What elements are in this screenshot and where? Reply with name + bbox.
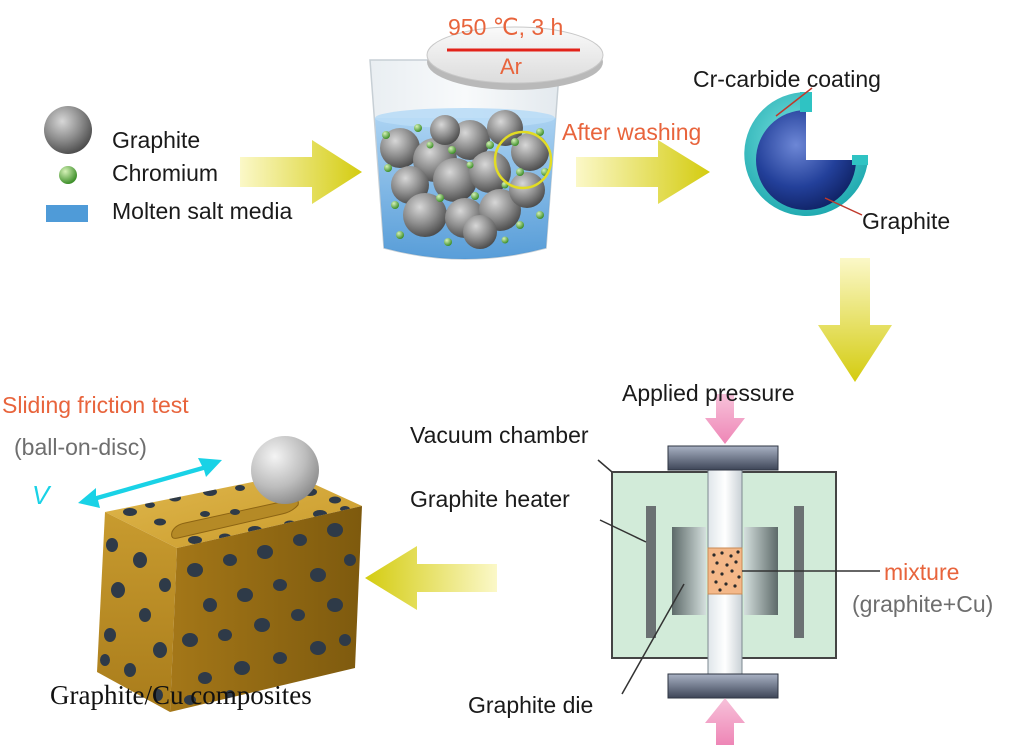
graphite-legend-icon: [44, 106, 92, 154]
composite-sample: [78, 436, 362, 712]
after-washing-label: After washing: [562, 119, 702, 145]
lower-pressure-plate: [667, 673, 779, 699]
temperature-time-label: 950 ℃, 3 h: [448, 14, 564, 40]
pressure-arrow-top: [705, 394, 745, 444]
composite-caption: Graphite/Cu composites: [50, 680, 312, 710]
applied-pressure-label: Applied pressure: [622, 380, 795, 406]
coating-leader-line: [775, 87, 813, 117]
mixture-dots: [711, 550, 741, 592]
molten-salt-beaker: [369, 26, 604, 260]
arrow-down-to-sintering: [818, 258, 892, 382]
upper-piston: [707, 469, 743, 549]
mixture-label: mixture: [884, 559, 960, 585]
chromium-particles: [382, 124, 549, 246]
legend-graphite-label: Graphite: [112, 127, 201, 153]
lower-piston: [707, 593, 743, 677]
sliding-friction-test-label: Sliding friction test: [2, 392, 189, 418]
graphite-inclusions-side: [182, 523, 356, 705]
sliding-direction-arrow: [78, 458, 222, 508]
graphite-heater-left: [646, 506, 656, 638]
vacuum-chamber-label: Vacuum chamber: [410, 422, 589, 448]
arrow-legend-to-beaker: [240, 140, 362, 204]
beaker-lid: [426, 26, 604, 90]
graphite-heater-right: [794, 506, 804, 638]
mixture-detail-label: (graphite+Cu): [852, 591, 994, 617]
molten-salt-legend-icon: [46, 205, 88, 222]
composite-side-face: [170, 506, 362, 712]
legend-molten-salt-label: Molten salt media: [112, 198, 293, 224]
arrow-to-composite: [365, 546, 497, 610]
legend-chromium-label: Chromium: [112, 160, 219, 186]
core-leader-line: [824, 197, 863, 216]
coated-graphite-particle: [744, 87, 869, 216]
pressure-arrow-bottom: [705, 698, 745, 745]
graphite-inclusions-front: [100, 538, 171, 701]
upper-pressure-plate: [667, 445, 779, 471]
ball-on-disc-label: (ball-on-disc): [14, 434, 147, 460]
graphite-heater-label: Graphite heater: [410, 486, 570, 512]
arrow-after-washing: [576, 140, 710, 204]
graphite-die-label: Graphite die: [468, 692, 594, 718]
atmosphere-label: Ar: [500, 54, 522, 79]
graphite-particles: [380, 110, 549, 249]
sintering-apparatus: [597, 394, 880, 745]
composite-front-face: [97, 512, 177, 712]
legend: [44, 106, 92, 222]
graphite-die-left: [672, 527, 706, 615]
velocity-label: V: [32, 480, 50, 510]
core-label: Graphite: [862, 208, 951, 234]
highlight-circle: [493, 130, 553, 190]
test-ball: [251, 436, 319, 504]
coating-label: Cr-carbide coating: [693, 66, 881, 92]
chromium-legend-icon: [59, 166, 77, 184]
